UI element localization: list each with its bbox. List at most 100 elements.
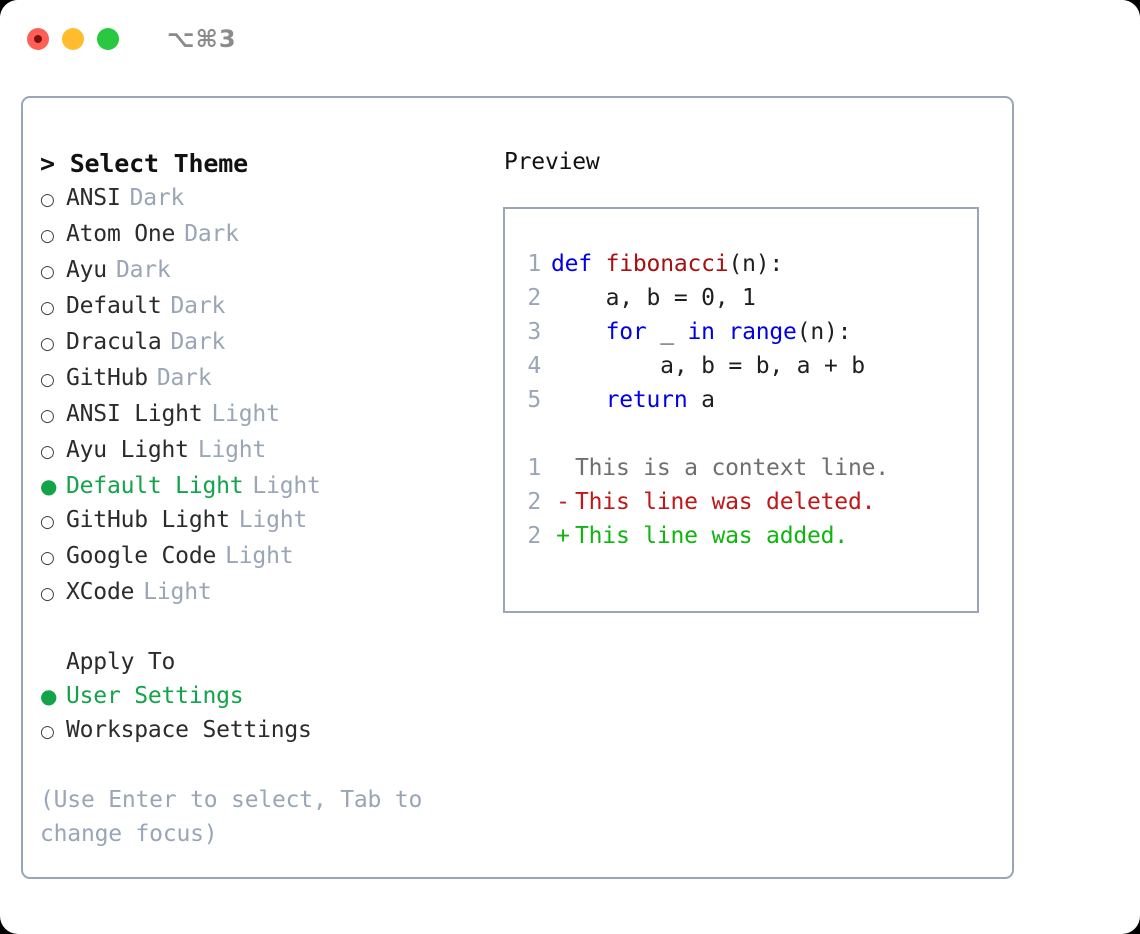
theme-item-label: Dracula <box>66 329 162 355</box>
code-token: a, b = 0, 1 <box>551 285 756 311</box>
theme-item-google-code[interactable]: ○ Google Code Light <box>40 539 503 575</box>
theme-item-label: Ayu Light <box>66 437 189 463</box>
radio-unselected-icon: ○ <box>40 548 55 568</box>
apply-to-options: ●User Settings○Workspace Settings <box>40 679 503 749</box>
code-line-content: for _ in range(n): <box>551 315 852 349</box>
code-token: range <box>728 319 797 345</box>
radio-unselected-icon: ○ <box>40 334 55 354</box>
diff-sample: 1 This is a context line.2-This line was… <box>505 451 977 553</box>
theme-item-ansi-light[interactable]: ○ ANSI Light Light <box>40 397 503 433</box>
code-line-number: 1 <box>527 251 541 277</box>
minimize-button[interactable] <box>62 28 84 50</box>
diff-marker-icon: + <box>556 523 570 549</box>
theme-item-variant-tag: Dark <box>170 329 226 355</box>
radio-unselected-icon: ○ <box>40 226 55 246</box>
code-token: for <box>605 319 647 345</box>
code-token: fibonacci <box>605 251 729 277</box>
radio-unselected-icon: ○ <box>40 262 55 282</box>
radio-selected-icon: ● <box>40 684 58 708</box>
theme-item-label: GitHub Light <box>66 507 230 533</box>
theme-item-label: Atom One <box>66 221 176 247</box>
theme-item-label: GitHub <box>66 365 148 391</box>
code-line-content: def fibonacci(n): <box>551 247 783 281</box>
keyboard-shortcut-label: ⌥⌘3 <box>167 25 237 53</box>
preview-heading: Preview <box>504 149 600 175</box>
code-line: 5 return a <box>505 383 977 417</box>
diff-line-number: 2 <box>527 523 541 549</box>
theme-item-variant-tag: Light <box>211 401 280 427</box>
radio-unselected-icon: ○ <box>40 722 55 742</box>
code-token <box>592 251 606 277</box>
theme-item-label: Default <box>66 293 162 319</box>
theme-item-label: Google Code <box>66 543 217 569</box>
apply-to-option-workspace-settings[interactable]: ○Workspace Settings <box>40 713 503 749</box>
select-theme-heading: > Select Theme <box>40 149 248 178</box>
theme-item-label: Default Light <box>66 473 244 499</box>
theme-item-label: ANSI Light <box>66 401 203 427</box>
diff-line-number: 2 <box>527 489 541 515</box>
theme-item-variant-tag: Light <box>225 543 294 569</box>
diff-line-content: This line was deleted. <box>575 489 876 515</box>
theme-item-variant-tag: Dark <box>115 257 171 283</box>
code-token: def <box>551 251 592 277</box>
diff-marker-icon: - <box>556 489 570 515</box>
code-token: in <box>687 319 715 345</box>
apply-to-option-user-settings[interactable]: ●User Settings <box>40 679 503 713</box>
apply-to-heading: Apply To <box>66 649 176 675</box>
title-bar: ⌥⌘3 <box>0 0 1140 78</box>
radio-unselected-icon: ○ <box>40 406 55 426</box>
code-line: 3 for _ in range(n): <box>505 315 977 349</box>
code-token: (n): <box>728 251 784 277</box>
theme-item-variant-tag: Light <box>143 579 212 605</box>
code-line-content: a, b = 0, 1 <box>551 281 756 315</box>
code-diff-spacer <box>505 417 977 451</box>
theme-item-github-light[interactable]: ○ GitHub Light Light <box>40 503 503 539</box>
theme-item-variant-tag: Light <box>238 507 308 533</box>
diff-line-content: This line was added. <box>575 523 848 549</box>
theme-item-xcode[interactable]: ○ XCode Light <box>40 575 503 611</box>
code-token: a <box>687 387 715 413</box>
close-button[interactable] <box>27 28 49 50</box>
code-token: a, b = b, a + b <box>551 353 865 379</box>
theme-item-variant-tag: Dark <box>184 221 239 247</box>
theme-item-label: Ayu <box>66 257 107 283</box>
code-line-number: 3 <box>527 319 541 345</box>
code-line-content: a, b = b, a + b <box>551 349 865 383</box>
radio-unselected-icon: ○ <box>40 190 55 210</box>
theme-item-label: ANSI <box>66 185 121 211</box>
diff-line-ctx: 1 This is a context line. <box>505 451 977 485</box>
code-line-number: 2 <box>527 285 541 311</box>
code-line: 4 a, b = b, a + b <box>505 349 977 383</box>
theme-item-dracula[interactable]: ○ Dracula Dark <box>40 325 503 361</box>
theme-item-atom-one[interactable]: ○ Atom One Dark <box>40 217 503 253</box>
code-token: (n): <box>796 319 852 345</box>
maximize-button[interactable] <box>97 28 119 50</box>
code-token: return <box>605 387 688 413</box>
theme-item-variant-tag: Dark <box>170 293 226 319</box>
code-token <box>551 387 606 413</box>
theme-item-ayu[interactable]: ○ Ayu Dark <box>40 253 503 289</box>
theme-item-label: XCode <box>66 579 135 605</box>
theme-item-variant-tag: Light <box>252 473 321 499</box>
radio-unselected-icon: ○ <box>40 512 55 532</box>
radio-unselected-icon: ○ <box>40 442 55 462</box>
diff-line-del: 2-This line was deleted. <box>505 485 977 519</box>
code-token <box>715 319 729 345</box>
code-line-content: return a <box>551 383 715 417</box>
diff-line-add: 2 +This line was added. <box>505 519 977 553</box>
apply-to-section: Apply To ●User Settings○Workspace Settin… <box>40 645 503 749</box>
radio-unselected-icon: ○ <box>40 370 55 390</box>
radio-unselected-icon: ○ <box>40 584 55 604</box>
diff-marker-icon <box>551 451 575 485</box>
